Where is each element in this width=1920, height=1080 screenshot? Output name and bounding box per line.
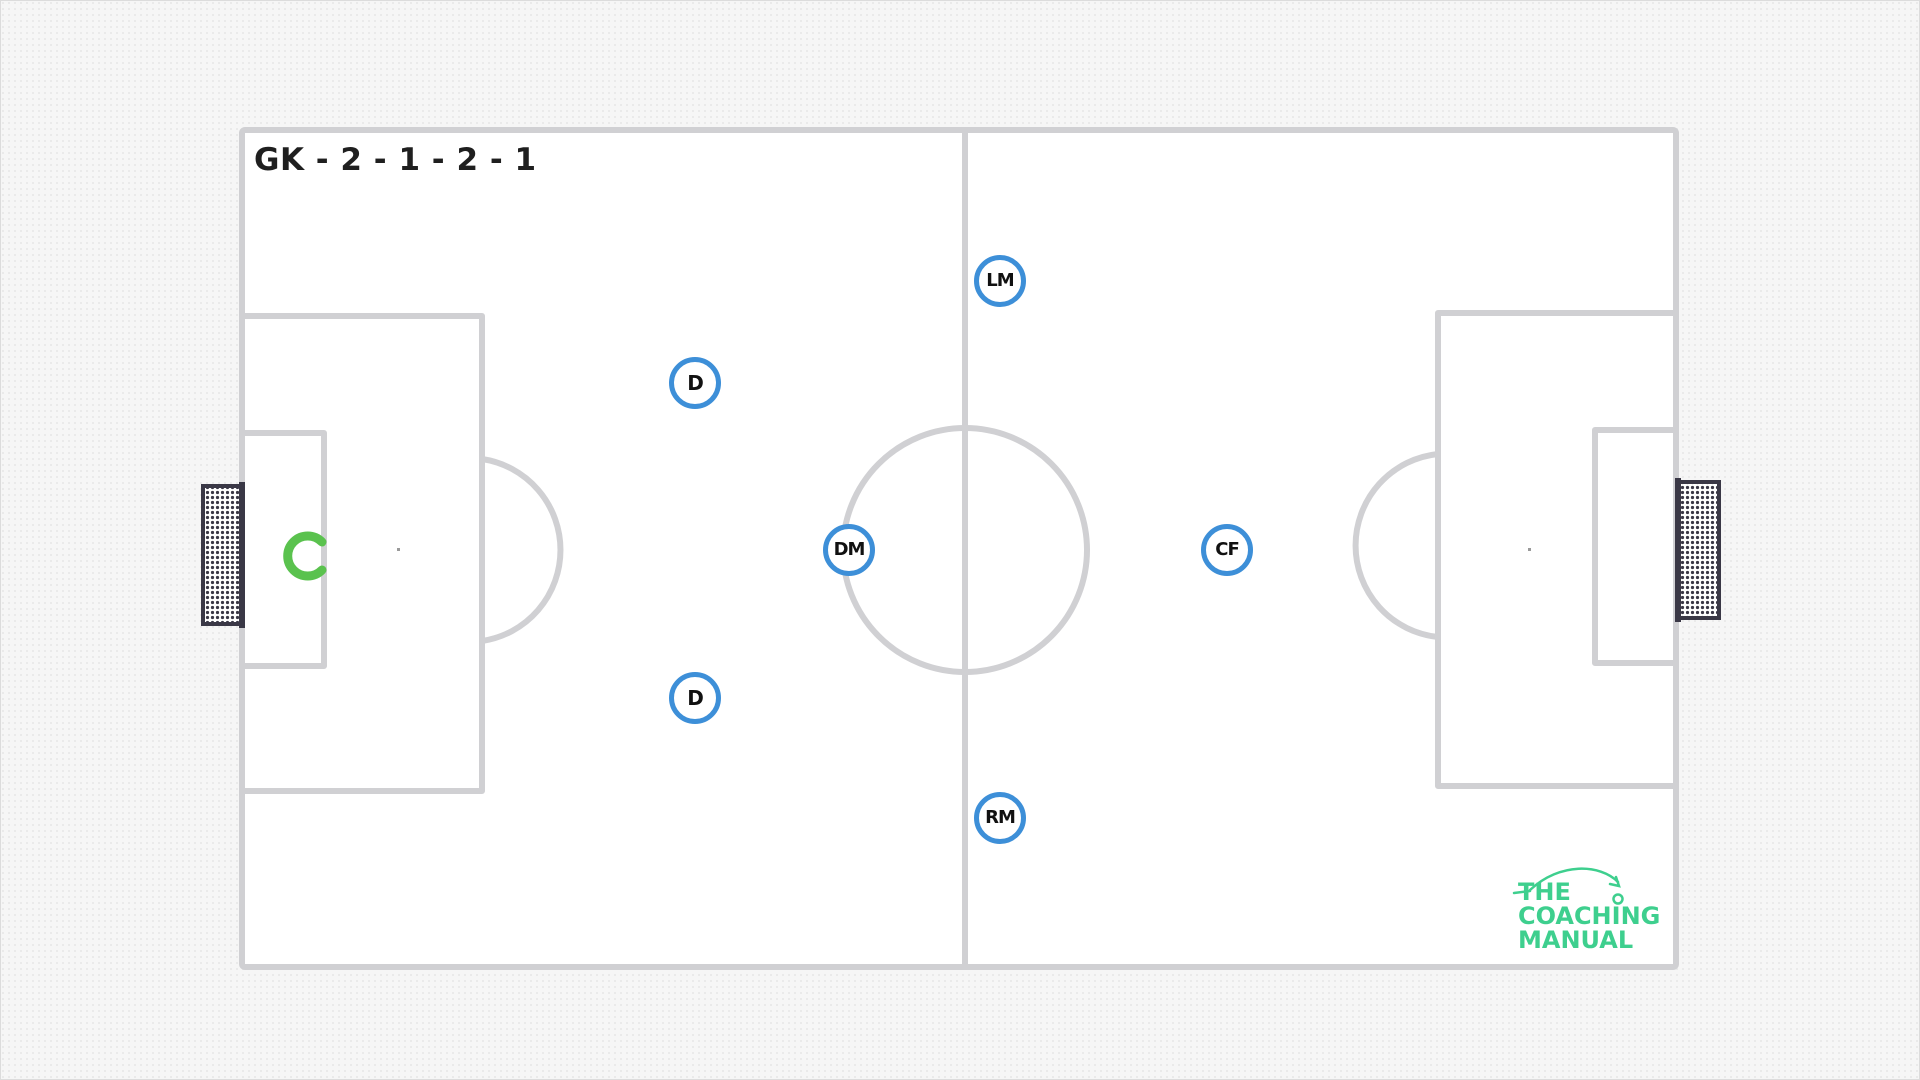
player-d-top[interactable]: D [669,357,721,409]
coaching-manual-logo: THE COACHING MANUAL [1512,880,1672,960]
player-label: DM [833,539,866,560]
left-penalty-arc [481,456,564,644]
player-label: D [687,371,704,395]
right-penalty-arc [1352,451,1439,640]
left-goal [201,482,245,628]
player-cf[interactable]: CF [1201,524,1253,576]
goalkeeper-c-icon[interactable] [283,531,327,581]
right-goal-area [1592,427,1676,666]
player-label: RM [985,807,1016,828]
player-dm[interactable]: DM [823,524,875,576]
right-goal [1675,478,1721,622]
right-penalty-area [1435,310,1676,789]
logo-arrow-icon [1512,867,1624,905]
formation-title: GK - 2 - 1 - 2 - 1 [254,142,537,178]
left-penalty-area [242,313,485,794]
left-goal-area [242,430,327,669]
player-label: CF [1215,539,1239,560]
logo-line-3: MANUAL [1518,926,1634,954]
logo-line-2: COACHING [1518,902,1661,930]
player-label: LM [986,270,1014,291]
left-penalty-spot [397,548,400,551]
right-penalty-spot [1528,548,1531,551]
player-lm[interactable]: LM [974,255,1026,307]
player-d-bottom[interactable]: D [669,672,721,724]
logo-line-1: THE [1518,878,1571,906]
player-rm[interactable]: RM [974,792,1026,844]
player-label: D [687,686,704,710]
pitch-surface [242,130,1676,967]
